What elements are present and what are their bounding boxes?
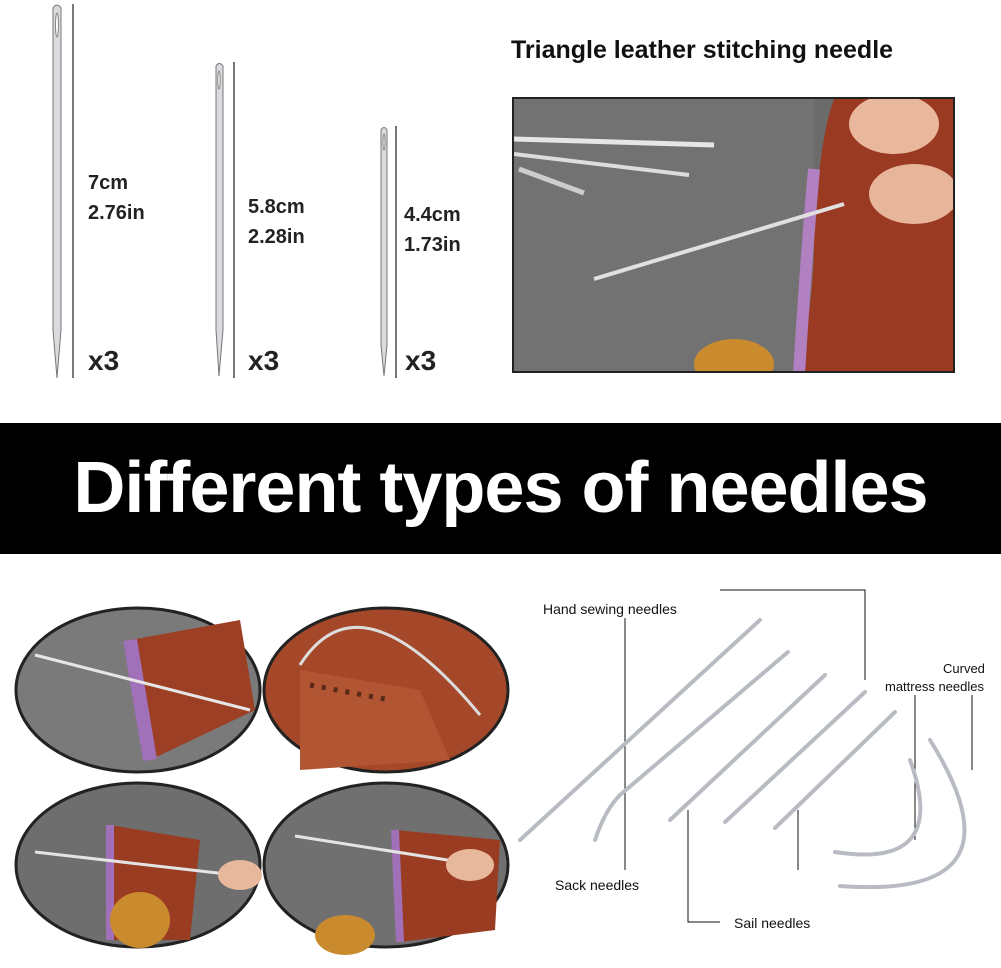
size-cm: 7cm [88,172,129,194]
needle-size-1-qty: x3 [88,345,120,376]
label-curved-2: mattress needles [885,679,984,694]
banner-text: Different types of needles [73,448,928,528]
label-curved-1: Curved [943,661,985,676]
sail-needle-2 [723,690,867,824]
size-in: 2.76in [88,202,145,224]
needle-size-2-label: 5.8cm 2.28in [248,192,305,252]
size-cm: 4.4cm [404,204,461,226]
sail-needle-1 [668,673,827,822]
usage-photo-straight-needle [14,606,262,774]
usage-photo-hand-stitch-2 [262,781,510,955]
curved-needle-large [838,738,967,890]
leather-stitching-photo [512,97,955,373]
needle-size-2-qty: x3 [248,345,280,376]
needle-4.4cm [380,126,397,378]
label-sail-needles: Sail needles [734,915,811,931]
banner: Different types of needles [0,423,1001,554]
usage-photos [14,606,510,955]
needle-size-3-label: 4.4cm 1.73in [404,200,461,260]
needles [518,618,967,890]
label-sack-needles: Sack needles [555,877,640,893]
curved-needle-small [833,758,923,857]
usage-photo-hand-stitch-1 [14,781,262,949]
sack-needle [593,650,790,842]
needle-size-3-qty: x3 [405,345,437,376]
usage-photo-curved-needle [262,606,510,774]
sail-needle-3 [773,710,897,830]
needle-types-diagram [518,589,973,923]
needle-size-illustration [52,4,397,379]
hand-sewing-needle [518,618,762,842]
needle-5.8cm [215,62,235,378]
size-in: 1.73in [404,234,461,256]
photo-title: Triangle leather stitching needle [511,36,894,64]
size-cm: 5.8cm [248,196,305,218]
needle-7cm [52,4,74,379]
size-in: 2.28in [248,226,305,248]
needle-size-1-label: 7cm 2.76in [88,168,145,228]
label-hand-sewing-needles: Hand sewing needles [543,601,677,617]
